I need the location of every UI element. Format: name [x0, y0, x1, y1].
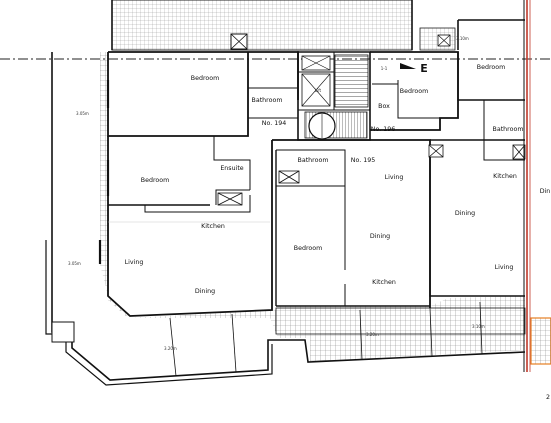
terrace-note: 3.05m — [68, 261, 81, 266]
unit-label-195: No. 195 — [351, 157, 375, 164]
terrace-note: 3.20m — [366, 332, 379, 337]
room-label-dining-195: Dining — [370, 233, 390, 240]
room-label-bathroom-194: Bathroom — [252, 97, 283, 104]
window-marks — [98, 80, 110, 264]
building-outline — [107, 51, 525, 317]
room-label-living-left: Living — [125, 259, 144, 266]
room-label-living-195: Living — [385, 174, 404, 181]
terrace-note: 3.05m — [76, 111, 89, 116]
room-label-bedroom-196-small: Bedroom — [400, 88, 428, 95]
unit-label-196: No. 196 — [371, 126, 395, 133]
room-label-living-196: Living — [495, 264, 514, 271]
top-courtyard — [111, 0, 525, 51]
room-label-dining-left: Dining — [195, 288, 215, 295]
room-label-bedroom-top: Bedroom — [191, 75, 219, 82]
section-marker: E — [420, 62, 428, 75]
terrace-note: 3.20m — [164, 346, 177, 351]
terrace-note: 3.10m — [456, 36, 469, 41]
room-label-bathroom-right: Bathroom — [493, 126, 524, 133]
terrace-joints — [169, 301, 483, 377]
room-label-box: Box — [378, 103, 390, 110]
room-label-lift: Lift — [315, 88, 322, 93]
section-arrow-icon — [400, 63, 416, 69]
room-label-bedroom-195: Bedroom — [294, 245, 322, 252]
room-label-ensuite: Ensuite — [220, 165, 243, 172]
terrace-note: 3.10m — [472, 324, 485, 329]
room-label-bathroom-195: Bathroom — [298, 157, 329, 164]
stair-core — [301, 54, 369, 140]
site-boundary — [523, 0, 551, 372]
room-label-dining-edge: Din — [540, 188, 551, 195]
section-marker-small: 1-1 — [381, 66, 388, 71]
room-label-dining-196: Dining — [455, 210, 475, 217]
room-label-kitchen-left: Kitchen — [201, 223, 225, 230]
room-label-bedroom-right-top: Bedroom — [477, 64, 505, 71]
left-terrace — [45, 52, 526, 386]
unit-label-194: No. 194 — [262, 120, 286, 127]
edge-mark: 2 — [546, 394, 550, 401]
room-label-kitchen-195: Kitchen — [372, 279, 396, 286]
lower-terrace — [275, 307, 526, 335]
service-shafts — [217, 144, 526, 206]
room-label-kitchen-right: Kitchen — [493, 173, 517, 180]
room-label-bedroom-left: Bedroom — [141, 177, 169, 184]
